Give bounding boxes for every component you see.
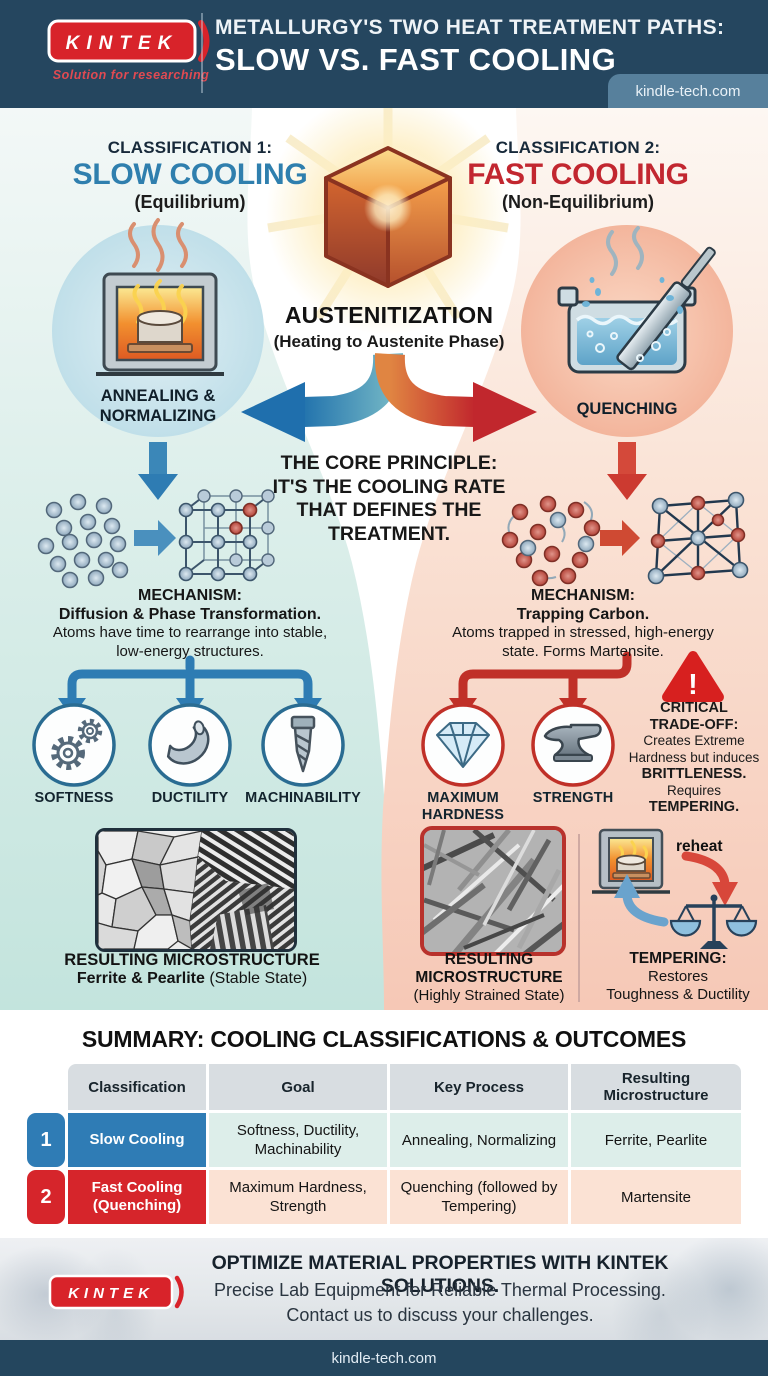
ferrite-pearlite-micrograph [95,828,297,952]
softness-label: SOFTNESS [34,790,114,806]
kintek-logo-icon: KINTEK [47,19,210,63]
row-2-micro: Martensite [571,1170,741,1224]
classification-2-block: CLASSIFICATION 2: FAST COOLING (Non-Equi… [446,138,710,213]
col-resulting-microstructure: Resulting Microstructure [571,1064,741,1110]
machinability-label: MACHINABILITY [245,790,361,806]
header-divider [201,13,203,93]
furnace-icon [96,218,224,376]
footer-line3: Contact us to discuss your challenges. [286,1305,594,1325]
footer-logo-icon: KINTEK [48,1274,184,1310]
right-branch-connector [458,651,632,705]
left-branch-connector [67,655,313,705]
diagram-canvas: ! [0,108,768,1010]
balance-scale-icon [669,894,758,949]
row-1-micro: Ferrite, Pearlite [571,1113,741,1167]
tempering-caption: TEMPERING: Restores Toughness & Ductilit… [606,950,750,1003]
drill-bit-icon [290,715,316,773]
row-2-number: 2 [27,1170,65,1224]
mech-arrow-blue [134,520,176,556]
table-row-slow: 1 Slow Cooling Softness, Ductility, Mach… [27,1113,741,1167]
row-1-label: Slow Cooling [68,1113,206,1167]
warning-icon: ! [662,651,724,702]
down-arrow-blue [138,442,178,500]
gears-icon [51,718,103,770]
branch-arrow-right [374,353,537,442]
ordered-lattice-icon [178,489,275,582]
logo-text: KINTEK [66,33,179,54]
austenitization-block: AUSTENITIZATION (Heating to Austenite Ph… [209,302,569,352]
page-title-line2: SLOW VS. FAST COOLING [215,42,617,77]
ductility-label: DUCTILITY [151,790,229,806]
slow-cooling-subtitle: (Equilibrium) [134,192,246,212]
row-2-goal: Maximum Hardness, Strength [209,1170,387,1224]
mechanism-left: MECHANISM: Diffusion & Phase Transformat… [52,587,328,660]
footer-site-bar[interactable]: kindle-tech.com [0,1340,768,1376]
summary-table-header: Classification Goal Key Process Resultin… [68,1064,741,1110]
row-1-process: Annealing, Normalizing [390,1113,568,1167]
col-classification: Classification [68,1064,206,1110]
mech-arrow-red [600,520,640,556]
header: KINTEK Solution for researching METALLUR… [0,0,768,108]
table-row-fast: 2 Fast Cooling (Quenching) Maximum Hardn… [27,1170,741,1224]
micro-caption-left: RESULTING MICROSTRUCTURE Ferrite & Pearl… [64,951,320,987]
footer-headline: OPTIMIZE MATERIAL PROPERTIES WITH KINTEK… [211,1252,669,1297]
martensite-micrograph [420,826,566,956]
mechanism-right: MECHANISM: Trapping Carbon. Atoms trappe… [452,587,714,660]
footer-kintek-logo: KINTEK [48,1274,188,1317]
row-1-goal: Softness, Ductility, Machinability [209,1113,387,1167]
down-arrow-red [607,442,647,500]
core-principle: THE CORE PRINCIPLE: IT'S THE COOLING RAT… [272,452,506,545]
footer-line2: Precise Lab Equipment for Reliable Therm… [214,1280,666,1300]
fast-cooling-title: FAST COOLING [467,158,689,191]
austenitization-subtitle: (Heating to Austenite Phase) [273,332,505,351]
site-link-tab[interactable]: kindle-tech.com [608,74,768,108]
austenitization-title: AUSTENITIZATION [284,302,494,328]
channel-icon [166,720,210,765]
reheat-arrow [681,851,730,889]
kintek-logo: KINTEK [46,18,214,71]
footer: KINTEK OPTIMIZE MATERIAL PROPERTIES WITH… [0,1238,768,1340]
quenching-label: QUENCHING [576,400,678,418]
page-title-line1: METALLURGY'S TWO HEAT TREATMENT PATHS: [215,16,725,39]
maximum-hardness-label: MAXIMUM HARDNESS [421,790,505,823]
micro-caption-right: RESULTING MICROSTRUCTURE (Highly Straine… [413,951,565,1004]
row-2-label: Fast Cooling (Quenching) [68,1170,206,1224]
critical-tradeoff-block: CRITICAL TRADE-OFF: Creates Extreme Hard… [628,700,760,815]
row-2-process: Quenching (followed by Tempering) [390,1170,568,1224]
strength-label: STRENGTH [532,790,614,806]
svg-text:KINTEK: KINTEK [68,1285,154,1302]
tempering-divider [578,834,580,1002]
slow-cooling-title: SLOW COOLING [72,158,308,191]
classification-1-block: CLASSIFICATION 1: SLOW COOLING (Equilibr… [58,138,322,213]
svg-text:!: ! [688,669,698,701]
reheat-label: reheat [676,838,723,855]
diamond-icon [436,722,490,768]
quench-tank-icon [557,226,716,374]
fast-cooling-subtitle: (Non-Equilibrium) [502,192,654,212]
logo-tagline: Solution for researching [52,68,210,82]
col-key-process: Key Process [390,1064,568,1110]
return-arrow [622,891,669,927]
anvil-icon [543,723,602,762]
dispersed-atoms-icon [37,493,129,589]
row-1-number: 1 [27,1113,65,1167]
summary-title: SUMMARY: COOLING CLASSIFICATIONS & OUTCO… [81,1026,687,1052]
chaotic-atoms-icon [501,495,601,587]
col-goal: Goal [209,1064,387,1110]
annealing-normalizing-label: ANNEALING & NORMALIZING [99,387,217,425]
classification-2-label: CLASSIFICATION 2: [495,138,661,157]
classification-1-label: CLASSIFICATION 1: [107,138,273,157]
strained-lattice-icon [647,491,749,585]
splash-droplets [582,277,683,314]
